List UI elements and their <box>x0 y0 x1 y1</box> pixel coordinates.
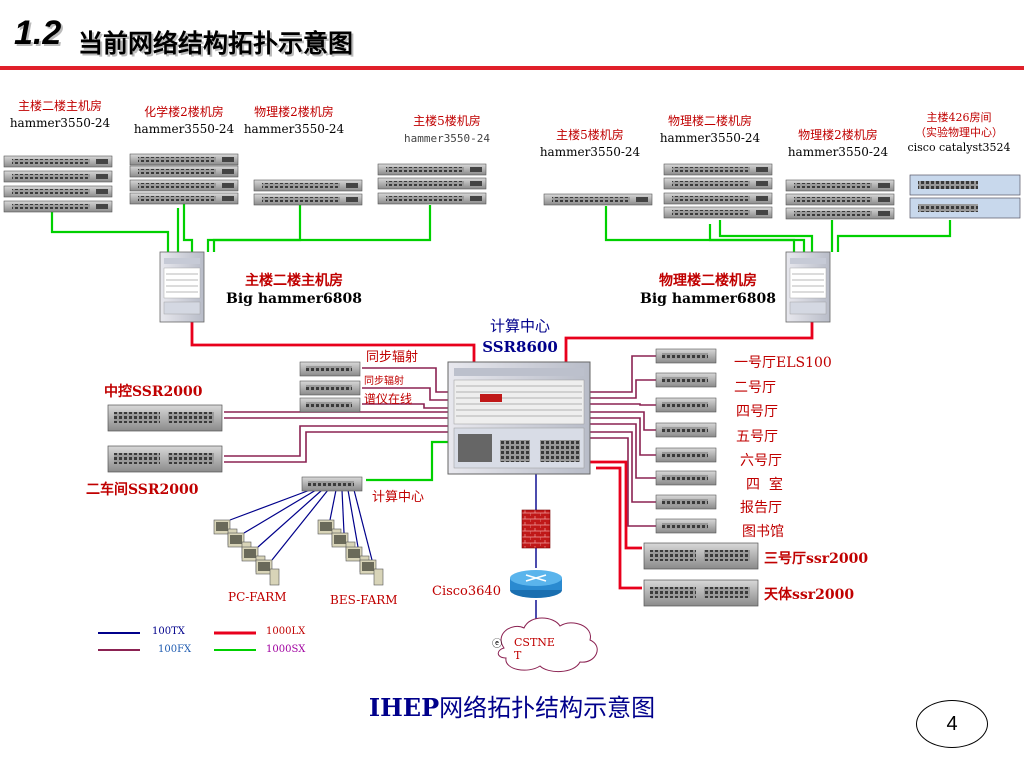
label-building-8: 主楼426房间（实验物理中心）cisco catalyst3524 <box>907 111 1011 154</box>
label-pc-farm: PC-FARM <box>228 590 287 604</box>
label-hall-4: 五号厅 <box>736 429 778 445</box>
label-ecj-ssr2000: 二车间SSR2000 <box>86 482 199 498</box>
label-hall-5: 六号厅 <box>740 453 782 469</box>
big-hammer-left <box>159 251 205 323</box>
switch-tbfs-1 <box>299 361 361 377</box>
links-1000sx-right <box>604 206 952 252</box>
switch-stack-1 <box>3 155 113 213</box>
switch-stack-3 <box>253 179 363 206</box>
label-compute-switch: 计算中心 <box>372 490 425 505</box>
switch-stack-2 <box>129 153 239 205</box>
label-zk-ssr2000: 中控SSR2000 <box>104 384 203 400</box>
legend-label-1000sx: 1000SX <box>266 644 306 655</box>
label-hall-3: 四号厅 <box>736 404 778 420</box>
label-hall-6: 四 室 <box>746 477 783 493</box>
ssr8600-chassis <box>447 361 591 475</box>
label-hall-8: 图书馆 <box>742 524 784 540</box>
links-100fx-left <box>224 367 448 463</box>
label-tbfs: 同步辐射 <box>366 350 419 365</box>
label-router: Cisco3640 <box>432 584 501 599</box>
legend-label-100tx: 100TX <box>152 626 185 637</box>
label-hall-2: 二号厅 <box>734 380 776 396</box>
slide-title-number: 1.2 <box>14 14 62 52</box>
bes-farm-cluster <box>317 519 384 586</box>
label-sanhao-ssr2000: 三号厅ssr2000 <box>764 551 869 567</box>
slide-title: 当前网络结构拓扑示意图 <box>78 29 354 58</box>
page-number: 4 <box>916 700 988 748</box>
legend-label-1000lx: 1000LX <box>266 626 306 637</box>
switch-stack-6 <box>663 163 773 219</box>
ssr2000-tianti <box>643 579 759 607</box>
switch-stack-5 <box>543 193 653 206</box>
ssr2000-ecj <box>107 445 223 473</box>
switch-tbfs-2 <box>299 380 361 396</box>
title-divider <box>0 66 1024 70</box>
links-1000sx-left <box>50 195 432 252</box>
diagram-caption: IHEP网络拓扑结构示意图 <box>368 693 656 722</box>
switch-compute <box>301 476 363 492</box>
switch-stack-8 <box>909 174 1021 219</box>
label-hall-1: 一号厅ELS100 <box>734 355 832 371</box>
label-bes-farm: BES-FARM <box>330 593 398 607</box>
links-100tx-farm <box>229 489 373 561</box>
links-1000lx <box>190 318 814 590</box>
links-100fx-right <box>588 355 656 527</box>
pc-farm-cluster <box>213 519 280 586</box>
label-pyzx: 谱仪在线 <box>364 392 413 406</box>
label-tbfs-small: 同步辐射 <box>364 376 404 387</box>
firewall-icon <box>521 509 551 549</box>
big-hammer-right <box>785 251 831 323</box>
switch-pyzx <box>299 397 361 413</box>
switch-stack-4 <box>377 163 487 205</box>
label-tianti-ssr2000: 天体ssr2000 <box>764 587 855 603</box>
legend-label-100fx: 100FX <box>158 644 192 655</box>
ssr2000-zk <box>107 404 223 432</box>
hall-switches <box>655 348 717 534</box>
switch-stack-7 <box>785 179 895 220</box>
label-hall-7: 报告厅 <box>740 500 782 516</box>
cloud-connector-glyph: ⓔ <box>492 638 502 650</box>
cstnet-cloud-icon <box>497 617 598 672</box>
router-icon <box>510 570 562 598</box>
link-1000sx-compute <box>366 440 448 482</box>
ssr2000-sanhao <box>643 542 759 570</box>
